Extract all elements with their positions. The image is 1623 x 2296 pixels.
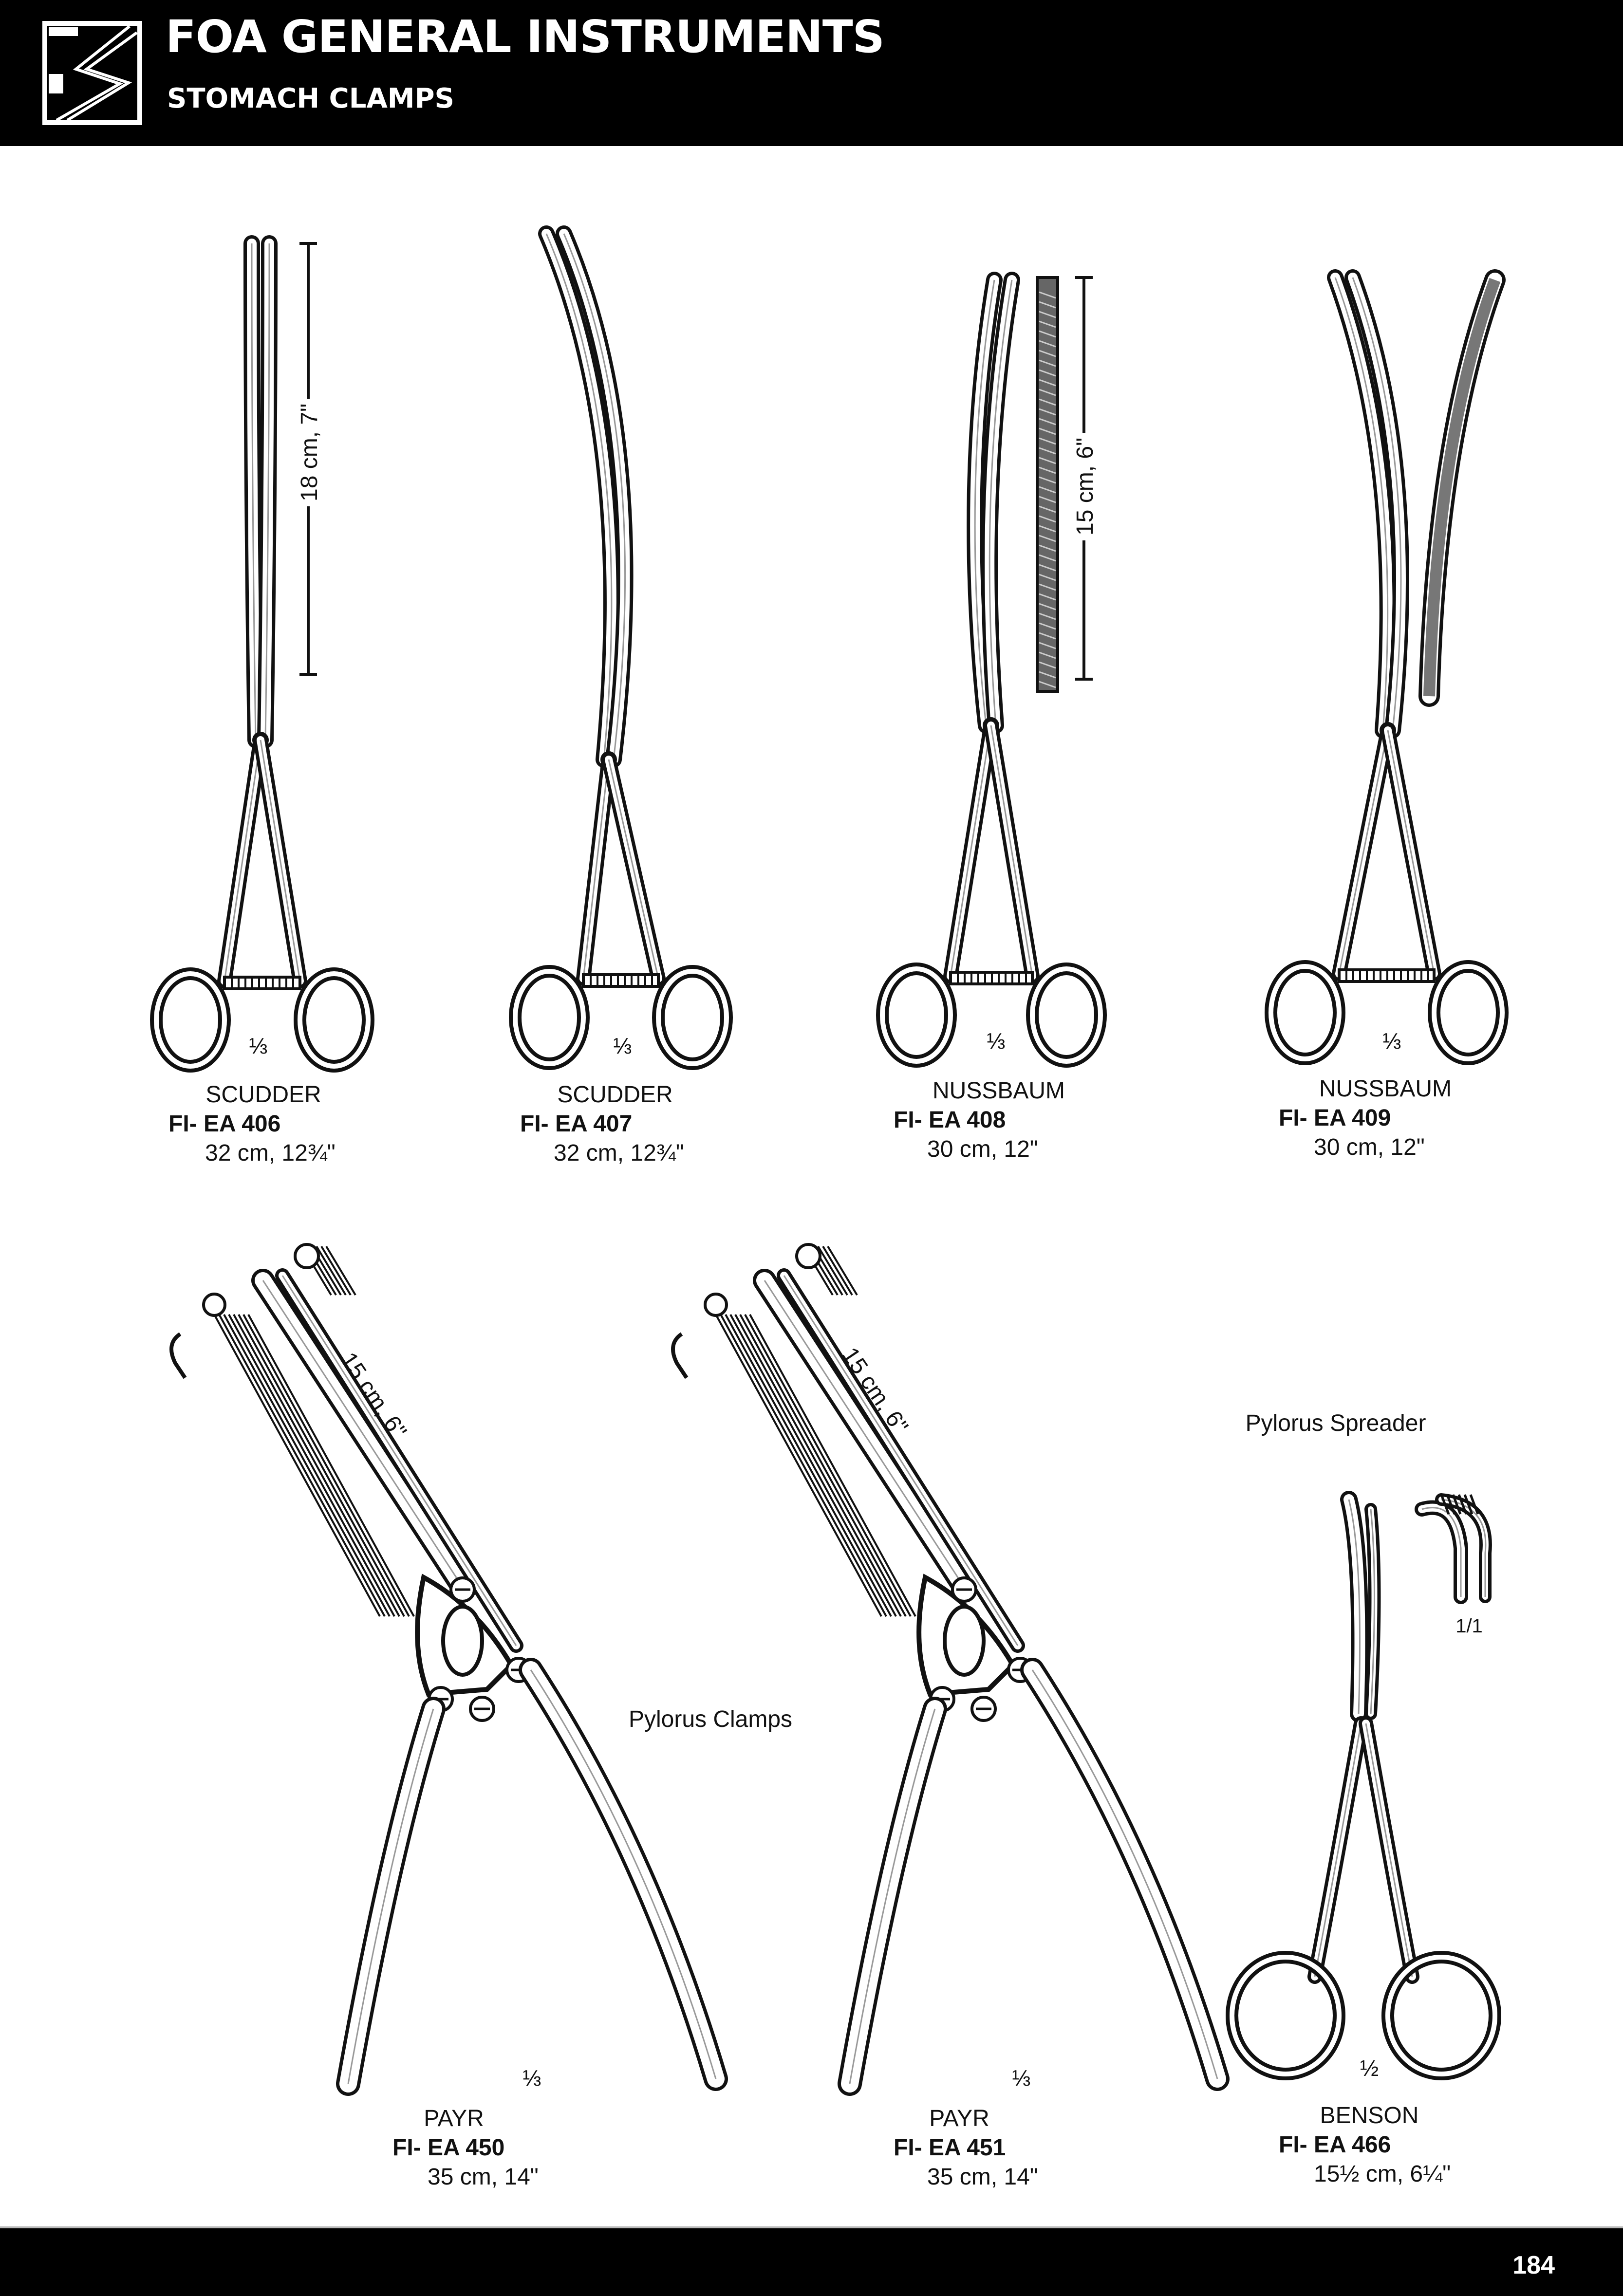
instrument-name-408: NUSSBAUM	[932, 1078, 1065, 1104]
product-code-451: FI- EA 451	[894, 2135, 1006, 2161]
rake-blade	[749, 1314, 916, 1617]
product-code-466: FI- EA 466	[1279, 2132, 1391, 2158]
rake-blade	[218, 1314, 386, 1617]
instrument-size-451: 35 cm, 14"	[927, 2164, 1038, 2190]
scale-407: ⅓	[613, 1033, 632, 1058]
scale-450: ⅓	[522, 2065, 541, 2091]
rake-blade	[744, 1314, 912, 1617]
page-category: STOMACH CLAMPS	[167, 83, 454, 114]
nussbaum-408-illustration	[876, 272, 1107, 1068]
detail-scale-466: 1/1	[1455, 1615, 1483, 1637]
instrument-name-450: PAYR	[424, 2106, 484, 2131]
hook-detail	[169, 1332, 187, 1379]
scudder-407-illustration	[509, 225, 733, 1070]
instrument-name-409: NUSSBAUM	[1319, 1076, 1452, 1102]
product-code-407: FI- EA 407	[520, 1111, 633, 1137]
rake-blade	[223, 1314, 391, 1617]
rake-blade	[715, 1314, 882, 1617]
instrument-size-407: 32 cm, 12¾"	[554, 1140, 684, 1166]
rake-pivot	[795, 1243, 821, 1269]
rake-blade	[213, 1314, 381, 1617]
benson-466-illustration	[1226, 1491, 1501, 2080]
scudder-406-illustration	[150, 235, 374, 1073]
ratchet	[223, 976, 301, 990]
scale-408: ⅓	[986, 1028, 1006, 1054]
product-code-408: FI- EA 408	[894, 1107, 1006, 1133]
scale-451: ⅓	[1011, 2065, 1031, 2091]
instrument-size-409: 30 cm, 12"	[1314, 1134, 1425, 1160]
rake-blade	[739, 1314, 907, 1617]
pylorus-spreader-label: Pylorus Spreader	[1245, 1410, 1426, 1436]
rake-blade	[238, 1314, 405, 1617]
scale-406: ⅓	[248, 1033, 268, 1058]
ratchet	[582, 973, 660, 988]
payr-451-illustration	[671, 1243, 1230, 2096]
rake-blade	[233, 1314, 400, 1617]
hook-detail	[671, 1332, 689, 1379]
pylorus-clamps-label: Pylorus Clamps	[628, 1706, 793, 1732]
nussbaum-409-illustration	[1265, 269, 1509, 1065]
rake-blade	[243, 1314, 410, 1617]
header-bar: FOA GENERAL INSTRUMENTS STOMACH CLAMPS	[0, 0, 1623, 146]
footer-bar: 184	[0, 2226, 1623, 2296]
instrument-name-451: PAYR	[929, 2106, 989, 2131]
page-number: 184	[1512, 2251, 1555, 2279]
instrument-name-466: BENSON	[1320, 2103, 1419, 2129]
instrument-size-450: 35 cm, 14"	[428, 2164, 539, 2190]
rake-blade	[729, 1314, 897, 1617]
foa-logo-icon	[42, 21, 142, 125]
rake-blade	[734, 1314, 902, 1617]
product-code-406: FI- EA 406	[168, 1111, 281, 1137]
scale-409: ⅓	[1382, 1028, 1401, 1054]
jaw-length-label-406: 18 cm, 7"	[297, 398, 322, 506]
rake-pivot	[294, 1243, 320, 1269]
instrument-size-408: 30 cm, 12"	[927, 1136, 1038, 1162]
instrument-size-406: 32 cm, 12¾"	[205, 1140, 336, 1166]
rake-blade	[725, 1314, 892, 1617]
instrument-name-406: SCUDDER	[205, 1082, 321, 1108]
product-code-409: FI- EA 409	[1279, 1105, 1391, 1131]
instrument-name-407: SCUDDER	[557, 1082, 673, 1108]
jaw-length-label-408: 15 cm, 6"	[1072, 432, 1098, 540]
scale-466: ½	[1360, 2055, 1379, 2081]
product-code-450: FI- EA 450	[392, 2135, 505, 2161]
instrument-size-466: 15½ cm, 6¼"	[1314, 2161, 1451, 2187]
rake-blade	[228, 1314, 395, 1617]
rake-pivot	[704, 1293, 728, 1317]
brand-title: FOA GENERAL INSTRUMENTS	[166, 11, 885, 63]
payr-450-illustration	[169, 1243, 728, 2096]
rake-blade	[247, 1314, 415, 1617]
rake-pivot	[202, 1293, 226, 1317]
rake-blade	[720, 1314, 887, 1617]
